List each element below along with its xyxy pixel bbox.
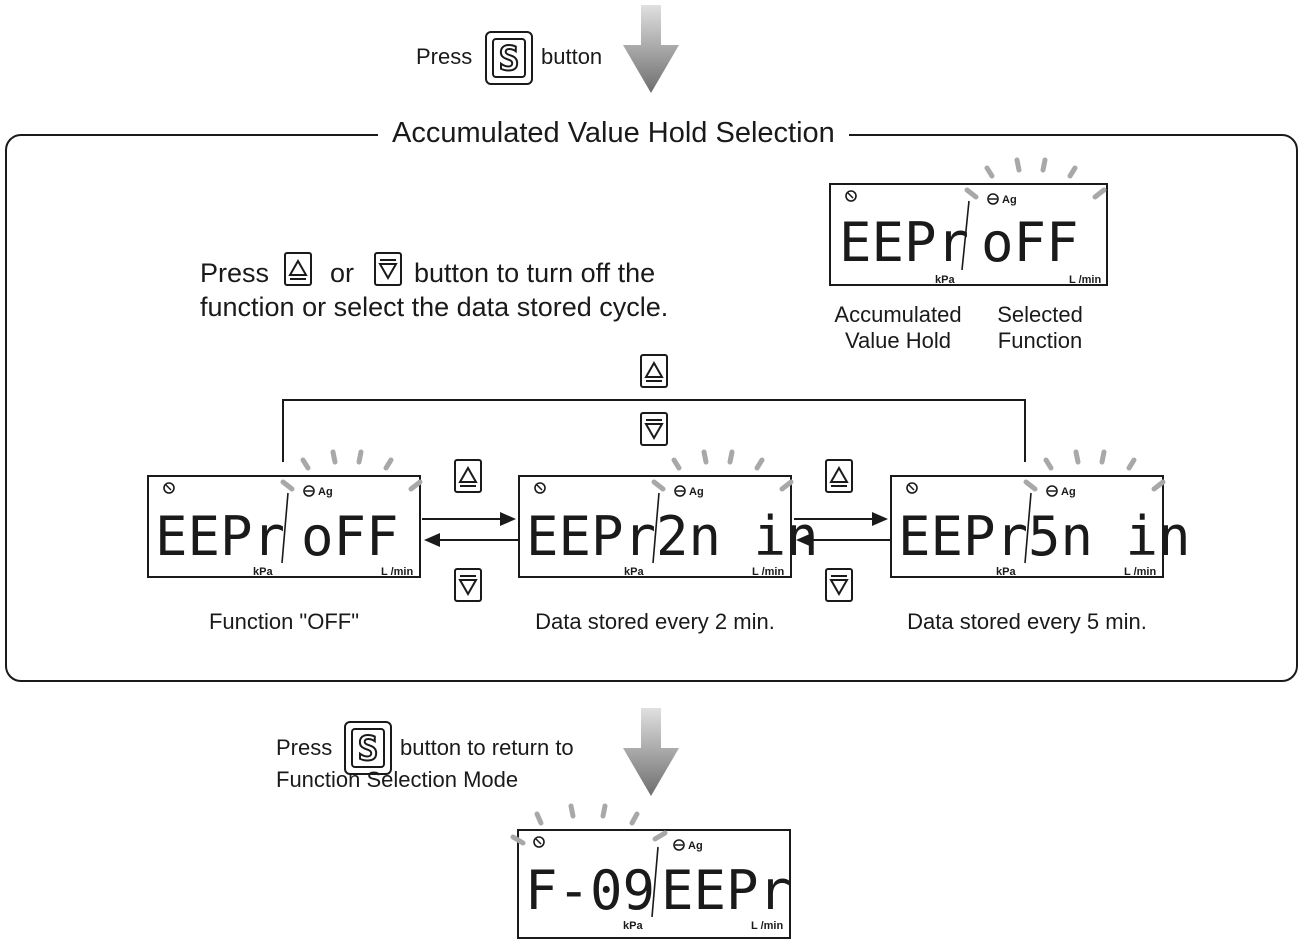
- svg-text:kPa: kPa: [624, 566, 644, 578]
- lcd-left-value: EEPr: [898, 505, 1028, 568]
- svg-text:kPa: kPa: [253, 566, 273, 578]
- lcd-final: Ag F-09 EEPr kPa L /min: [510, 803, 791, 939]
- svg-text:kPa: kPa: [996, 566, 1016, 578]
- svg-text:kPa: kPa: [935, 274, 955, 286]
- lock-icon: [845, 190, 857, 202]
- legend-right-line2: Function: [997, 328, 1083, 353]
- step-in-button-label: button: [541, 44, 603, 69]
- down-button[interactable]: [374, 252, 402, 286]
- accumulate-icon: [674, 485, 686, 497]
- svg-text:L /min: L /min: [381, 566, 413, 578]
- section-title: Accumulated Value Hold Selection: [378, 116, 849, 150]
- step-out-line2: Function Selection Mode: [276, 767, 519, 792]
- svg-text:Ag: Ag: [1002, 194, 1017, 206]
- lock-icon: [533, 836, 545, 848]
- accumulate-icon: [987, 193, 999, 205]
- instruction-or: or: [330, 258, 355, 288]
- svg-text:L /min: L /min: [751, 920, 783, 932]
- accumulate-icon: [1046, 485, 1058, 497]
- lcd-left-value: EEPr: [155, 505, 285, 568]
- up-button[interactable]: [284, 252, 312, 286]
- set-button[interactable]: S: [485, 31, 533, 85]
- lcd-right-value: 5n in: [1028, 505, 1191, 568]
- svg-text:kPa: kPa: [623, 920, 643, 932]
- down-triangle-icon: [829, 575, 849, 597]
- instruction-line2: function or select the data stored cycle…: [200, 292, 669, 322]
- down-triangle-icon: [644, 419, 664, 441]
- down-triangle-icon: [458, 575, 478, 597]
- svg-text:Ag: Ag: [688, 840, 703, 852]
- 2min-to-5min-up-button[interactable]: [825, 459, 853, 493]
- blink-indicator: [1023, 449, 1166, 492]
- lcd-right-value: oFF: [301, 505, 399, 568]
- up-triangle-icon: [644, 360, 664, 382]
- off-to-2min-up-button[interactable]: [454, 459, 482, 493]
- legend-left-line1: Accumulated: [834, 302, 962, 327]
- lcd-right-value: oFF: [981, 211, 1079, 274]
- instruction-line1: button to turn off the: [414, 258, 656, 288]
- accumulate-icon: [303, 485, 315, 497]
- blink-indicator: [651, 449, 794, 492]
- legend-left-line2: Value Hold: [845, 328, 951, 353]
- lcd-left-value: EEPr: [839, 211, 969, 274]
- step-out-press-label: Press: [276, 735, 333, 760]
- down-triangle-icon: [378, 259, 398, 281]
- 2min-to-off-down-button[interactable]: [454, 568, 482, 602]
- up-triangle-icon: [288, 258, 308, 280]
- svg-text:L /min: L /min: [1124, 566, 1156, 578]
- lcd-left-value: EEPr: [526, 505, 656, 568]
- up-triangle-icon: [458, 465, 478, 487]
- set-button-icon: S: [351, 728, 385, 770]
- accumulate-icon: [673, 839, 685, 851]
- lock-icon: [906, 482, 918, 494]
- lcd-off: Ag EEPr oFF kPa L /min: [147, 449, 423, 578]
- svg-text:L /min: L /min: [752, 566, 784, 578]
- svg-text:Ag: Ag: [689, 486, 704, 498]
- svg-text:S: S: [358, 729, 378, 769]
- set-button-icon: S: [492, 38, 526, 80]
- svg-text:Ag: Ag: [1061, 486, 1076, 498]
- blink-indicator: [510, 803, 668, 846]
- instruction-press: Press: [200, 258, 270, 288]
- step-out-line1: button to return to: [400, 735, 574, 760]
- lock-icon: [163, 482, 175, 494]
- lcd-5min: Ag EEPr 5n in kPa L /min: [890, 449, 1191, 578]
- 5min-to-2min-down-button[interactable]: [825, 568, 853, 602]
- lcd-right-value: 2n in: [656, 505, 819, 568]
- caption-2min: Data stored every 2 min.: [535, 609, 775, 634]
- down-arrow-icon: [623, 708, 679, 796]
- svg-text:S: S: [499, 39, 519, 79]
- caption-5min: Data stored every 5 min.: [907, 609, 1147, 634]
- legend-right-line1: Selected: [997, 302, 1083, 327]
- loop-up-button[interactable]: [640, 354, 668, 388]
- lcd-right-value: EEPr: [661, 859, 791, 922]
- step-in-press-label: Press: [416, 44, 473, 69]
- lcd-2min: Ag EEPr 2n in kPa L /min: [518, 449, 819, 578]
- caption-off: Function "OFF": [208, 609, 360, 634]
- svg-text:L /min: L /min: [1069, 274, 1101, 286]
- blink-indicator: [280, 449, 423, 492]
- down-arrow-icon: [623, 5, 679, 93]
- svg-text:Ag: Ag: [318, 486, 333, 498]
- lock-icon: [534, 482, 546, 494]
- loop-down-button[interactable]: [640, 412, 668, 446]
- set-button-return[interactable]: S: [344, 721, 392, 775]
- lcd-left-value: F-09: [525, 859, 655, 922]
- blink-indicator: [964, 157, 1107, 200]
- up-triangle-icon: [829, 465, 849, 487]
- legend-lcd: Ag EEPr oFF kPa L /min: [829, 157, 1108, 286]
